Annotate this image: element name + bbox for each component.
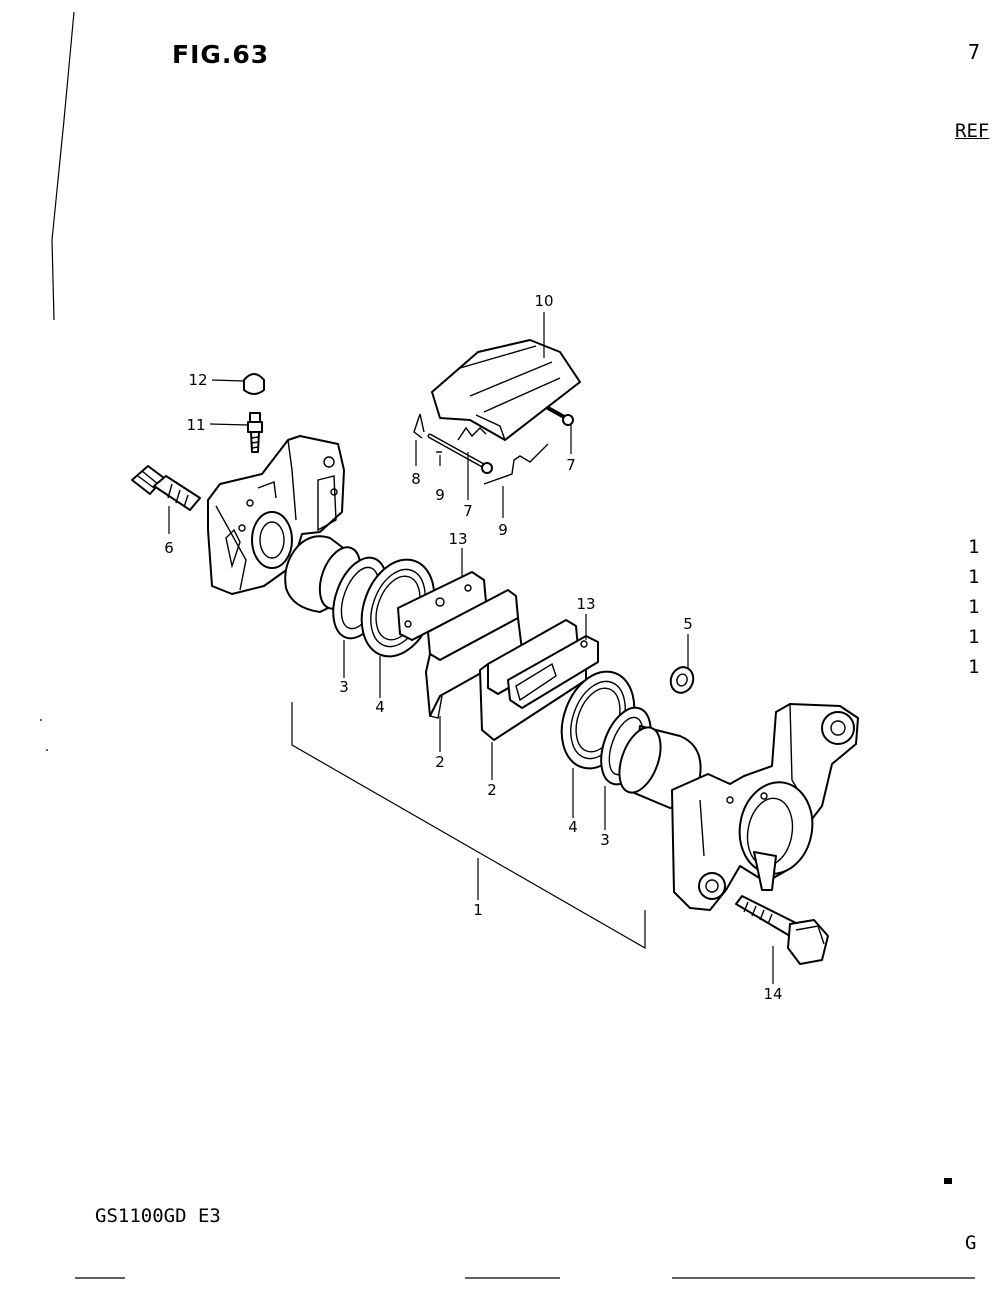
bleeder-cap — [243, 373, 265, 395]
model-code: GS1100GD E3 — [95, 1205, 221, 1227]
qty-value: 1 — [968, 626, 980, 648]
callout-14: 14 — [763, 985, 782, 1003]
callout-12: 12 — [188, 371, 207, 389]
callout-7: 7 — [463, 502, 473, 520]
callout-9: 9 — [498, 521, 508, 539]
bleeder-valve — [247, 412, 263, 453]
callout-10: 10 — [534, 292, 553, 310]
callout-1: 1 — [473, 901, 483, 919]
leader-lines — [168, 312, 774, 984]
qty-value: 1 — [968, 656, 980, 678]
callout-2: 2 — [487, 781, 497, 799]
pad-pin — [546, 406, 574, 426]
callout-13: 13 — [448, 530, 467, 548]
callout-11: 11 — [186, 416, 205, 434]
ref-header: REF — [955, 120, 990, 142]
callout-labels: 10 12 11 6 8 9 7 7 9 13 13 5 3 4 2 2 4 3… — [164, 292, 782, 1003]
figure-title: FIG.63 — [172, 40, 270, 69]
page-number: 7 — [968, 40, 981, 64]
pad-cover — [431, 339, 581, 441]
pad-pin — [427, 433, 493, 474]
qty-value: 1 — [968, 596, 980, 618]
callout-13: 13 — [576, 595, 595, 613]
corner-letter: G — [965, 1232, 977, 1254]
pin-clip — [413, 413, 425, 439]
washer — [669, 666, 695, 694]
callout-4: 4 — [375, 698, 385, 716]
housing-bolt — [735, 895, 829, 965]
callout-9: 9 — [435, 486, 445, 504]
callout-6: 6 — [164, 539, 174, 557]
callout-8: 8 — [411, 470, 421, 488]
mounting-bolt — [131, 465, 201, 511]
brake-pad — [425, 589, 523, 719]
pad-spring — [483, 443, 549, 485]
caliper-body-left — [207, 435, 345, 595]
callout-2: 2 — [435, 753, 445, 771]
qty-value: 1 — [968, 566, 980, 588]
pad-spring — [436, 426, 487, 453]
callout-7: 7 — [566, 456, 576, 474]
callout-3: 3 — [600, 831, 610, 849]
assembly-bracket — [291, 702, 646, 950]
callout-4: 4 — [568, 818, 578, 836]
scan-edge-marks — [40, 11, 975, 1279]
qty-value: 1 — [968, 536, 980, 558]
callout-3: 3 — [339, 678, 349, 696]
callout-5: 5 — [683, 615, 693, 633]
caliper-body-right — [671, 703, 859, 911]
